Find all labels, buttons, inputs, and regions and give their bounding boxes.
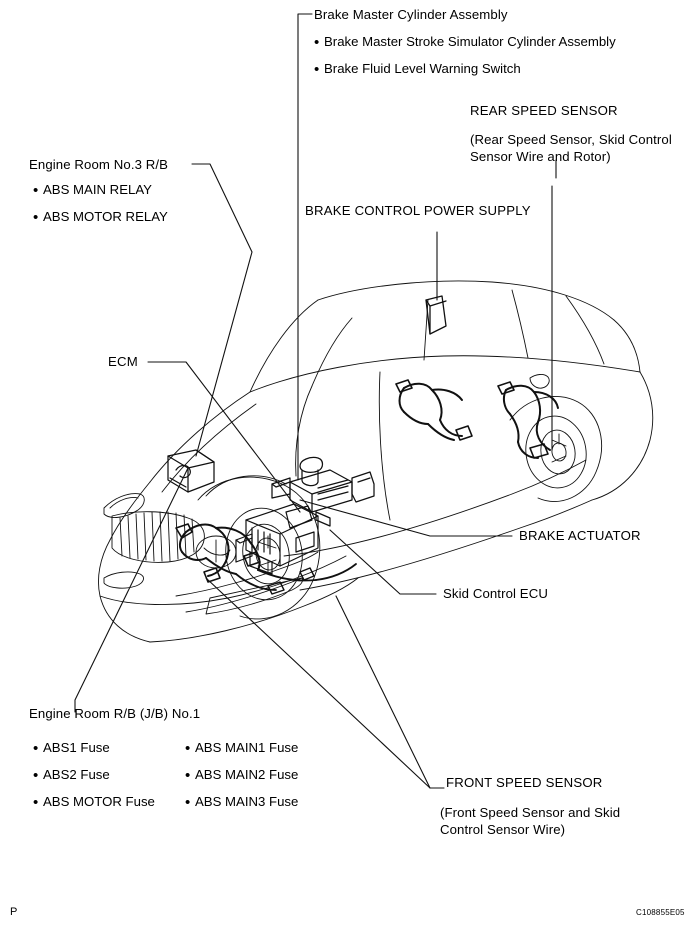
label-front-speed-sensor-title: FRONT SPEED SENSOR xyxy=(446,775,603,790)
list-item: • Brake Fluid Level Warning Switch xyxy=(314,61,521,78)
list-item: • ABS2 Fuse xyxy=(33,767,110,784)
label-skid-control-ecu: Skid Control ECU xyxy=(443,586,548,601)
list-item: • ABS MAIN RELAY xyxy=(33,182,152,199)
list-item: • ABS MAIN2 Fuse xyxy=(185,767,299,784)
rear-speed-sensor-connector xyxy=(497,381,549,459)
car-front-end xyxy=(98,391,359,643)
fuse-column-1: • ABS1 Fuse • ABS2 Fuse • ABS MOTOR Fuse xyxy=(33,740,185,821)
engine-bay-harness xyxy=(235,563,357,591)
label-rear-speed-sensor-sub: (Rear Speed Sensor, Skid Control Sensor … xyxy=(470,132,672,165)
leader-front-speed-a xyxy=(205,577,431,789)
fuse-column-2: • ABS MAIN1 Fuse • ABS MAIN2 Fuse • ABS … xyxy=(185,740,298,821)
label-front-speed-sensor-sub: (Front Speed Sensor and Skid Control Sen… xyxy=(440,805,621,838)
leader-brake-actuator xyxy=(299,499,513,537)
label-engine-room-no3-title: Engine Room No.3 R/B xyxy=(29,157,169,172)
bullet-icon: • xyxy=(185,794,191,811)
list-item: • ABS MAIN1 Fuse xyxy=(185,740,299,757)
brake-control-power-supply-module xyxy=(425,295,447,335)
label-brake-control-power-supply: BRAKE CONTROL POWER SUPPLY xyxy=(305,203,531,218)
label-rear-speed-sensor-title: REAR SPEED SENSOR xyxy=(470,103,618,118)
leader-ecm xyxy=(147,361,301,513)
bullet-icon: • xyxy=(185,740,191,757)
label-engine-room-jb-no1-fuses: • ABS1 Fuse • ABS2 Fuse • ABS MOTOR Fuse… xyxy=(33,740,298,821)
figure-code: C108855E05 xyxy=(636,908,685,917)
leader-front-speed-b xyxy=(335,595,431,789)
bullet-icon: • xyxy=(314,61,320,78)
page-mark: P xyxy=(10,906,18,918)
list-item: • ABS1 Fuse xyxy=(33,740,110,757)
bullet-icon: • xyxy=(314,34,320,51)
skid-control-sensor-wire xyxy=(398,382,463,441)
bullet-icon: • xyxy=(33,740,39,757)
label-engine-room-jb-no1-title: Engine Room R/B (J/B) No.1 xyxy=(29,706,201,721)
label-engine-room-no3-items: • ABS MAIN RELAY • ABS MOTOR RELAY xyxy=(33,182,168,236)
mid-harness-connector xyxy=(395,379,473,441)
leader-lines xyxy=(74,13,557,789)
leader-engine-room-no3-b xyxy=(195,251,253,457)
leader-brake-master xyxy=(297,13,313,481)
bullet-icon: • xyxy=(33,182,39,199)
list-item: • ABS MAIN3 Fuse xyxy=(185,794,299,811)
leader-engine-room-no3-a xyxy=(191,163,253,253)
harness-clip xyxy=(267,567,315,595)
label-ecm: ECM xyxy=(108,354,138,369)
bullet-icon: • xyxy=(33,767,39,784)
front-speed-sensor-connector xyxy=(175,523,261,583)
skid-control-ecu-cluster xyxy=(271,456,375,527)
label-brake-actuator: BRAKE ACTUATOR xyxy=(519,528,641,543)
list-item: • ABS MOTOR RELAY xyxy=(33,209,168,226)
list-item: • ABS MOTOR Fuse xyxy=(33,794,155,811)
bullet-icon: • xyxy=(33,209,39,226)
leader-skid-ecu xyxy=(329,529,437,595)
label-brake-master-cylinder-title: Brake Master Cylinder Assembly xyxy=(314,7,508,22)
rear-speed-sensor-harness xyxy=(502,384,559,459)
engine-room-no3-relay-box xyxy=(167,449,215,493)
leader-engine-room-jb xyxy=(74,467,189,713)
bullet-icon: • xyxy=(185,767,191,784)
label-brake-master-cylinder-items: • Brake Master Stroke Simulator Cylinder… xyxy=(314,34,616,88)
list-item: • Brake Master Stroke Simulator Cylinder… xyxy=(314,34,616,51)
bullet-icon: • xyxy=(33,794,39,811)
engine-room-jb-no1-box xyxy=(235,533,253,563)
